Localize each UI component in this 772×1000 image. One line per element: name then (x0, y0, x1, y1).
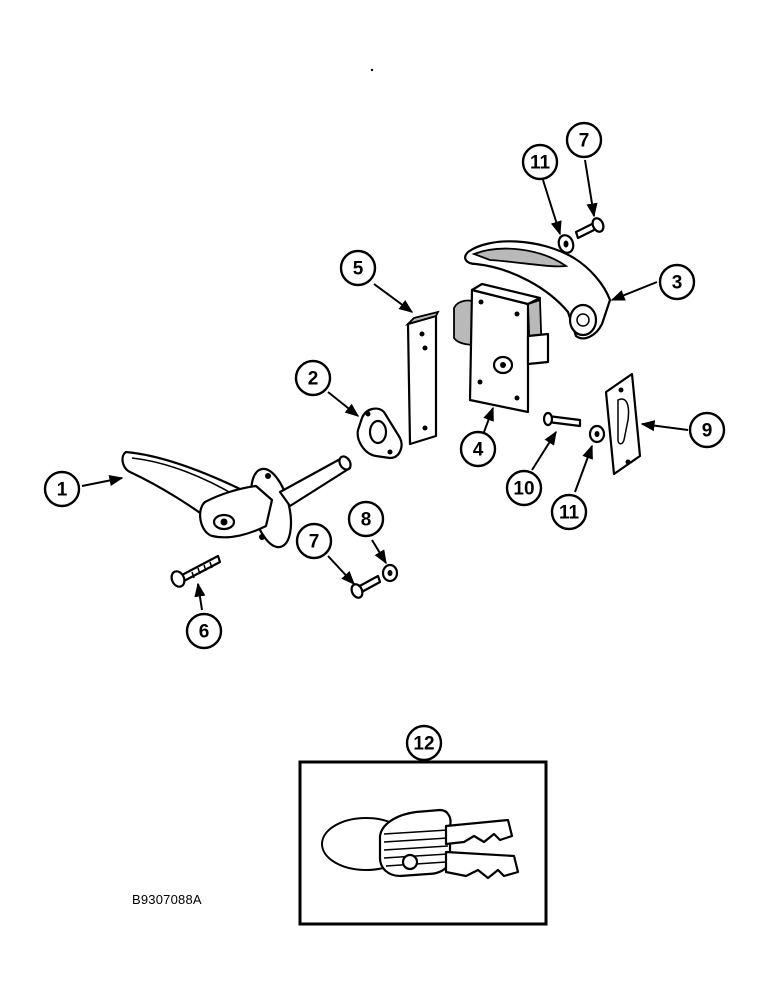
part-gasket (356, 407, 403, 460)
svg-text:1: 1 (57, 480, 68, 501)
part-washer-bottom (588, 424, 606, 444)
svg-text:10: 10 (513, 479, 534, 500)
part-screw-bottom (350, 574, 382, 599)
keys-inset (298, 760, 548, 926)
part-plate (404, 310, 440, 446)
callout-1: 1 (43, 470, 81, 508)
callout-8: 8 (347, 500, 385, 538)
callout-9: 9 (688, 411, 726, 449)
svg-text:9: 9 (702, 421, 713, 442)
leader-lines (81, 159, 689, 611)
callout-5: 5 (339, 249, 377, 287)
callout-12: 12 (405, 724, 443, 762)
callout-7-bottom: 7 (295, 522, 333, 560)
part-washer-top (557, 234, 575, 254)
callout-6: 6 (185, 612, 223, 650)
callout-11-bottom: 11 (550, 493, 588, 531)
stray-dot (370, 68, 374, 72)
callout-3: 3 (658, 263, 696, 301)
svg-text:11: 11 (530, 153, 551, 174)
callout-11-top: 11 (521, 143, 559, 181)
callouts: 1 2 3 4 5 6 7 7 (43, 121, 726, 762)
part-strike-plate (604, 372, 642, 476)
part-bolt (542, 411, 582, 428)
part-screw-top (574, 217, 605, 240)
part-inside-handle (464, 240, 612, 340)
callout-2: 2 (294, 359, 332, 397)
svg-text:6: 6 (199, 622, 210, 643)
svg-text:5: 5 (353, 259, 364, 280)
part-lock-body (453, 282, 550, 414)
svg-text:11: 11 (559, 503, 580, 524)
svg-text:4: 4 (473, 440, 484, 461)
svg-text:12: 12 (413, 734, 434, 755)
svg-text:7: 7 (309, 532, 320, 553)
callout-10: 10 (505, 469, 543, 507)
callout-4: 4 (459, 430, 497, 468)
svg-text:2: 2 (308, 369, 319, 390)
callout-7-top: 7 (565, 121, 603, 159)
svg-text:3: 3 (672, 273, 683, 294)
figure-reference-code: B9307088A (132, 892, 202, 907)
part-screw-long (170, 554, 222, 588)
svg-text:8: 8 (361, 510, 372, 531)
part-lock-washer (381, 563, 399, 583)
svg-text:7: 7 (579, 131, 590, 152)
part-outside-handle (121, 450, 352, 549)
